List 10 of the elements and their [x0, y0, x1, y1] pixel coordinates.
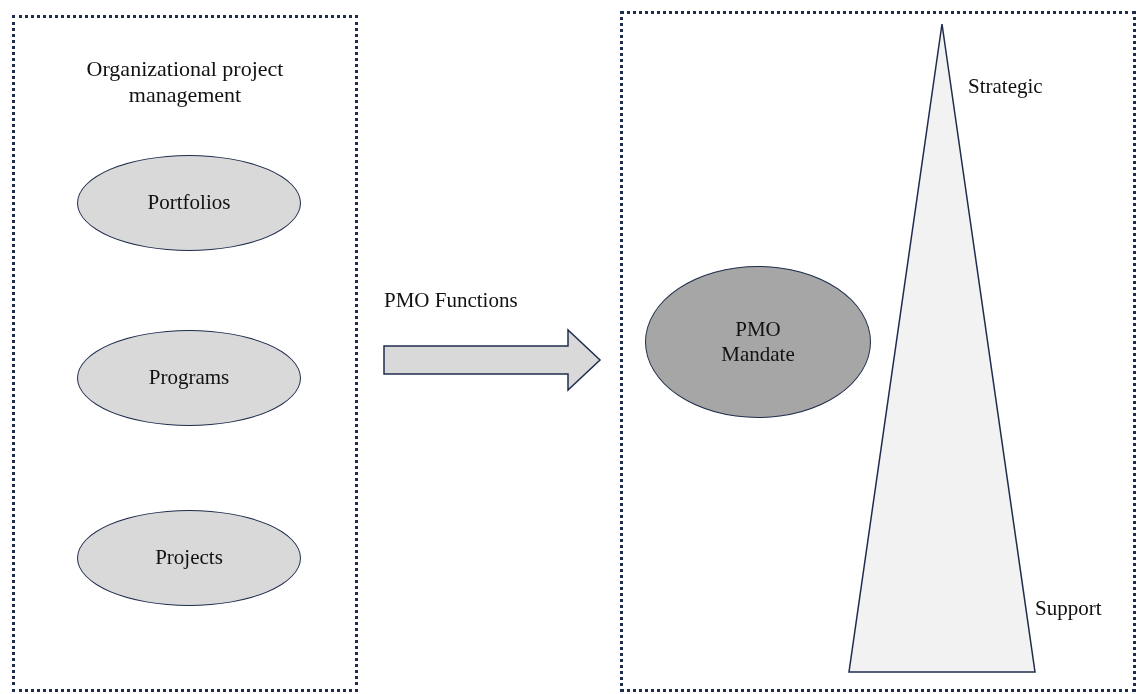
ellipse-node: Projects — [77, 510, 301, 606]
dotted-frame — [12, 15, 358, 692]
group-heading: Organizational project management — [85, 56, 285, 109]
ellipse-node: Portfolios — [77, 155, 301, 251]
level-label: Support — [1035, 596, 1102, 622]
edge-label: PMO Functions — [384, 288, 518, 314]
level-label: Strategic — [968, 74, 1043, 100]
dotted-frame — [620, 11, 1136, 692]
ellipse-node: PMO Mandate — [645, 266, 871, 418]
ellipse-node: Programs — [77, 330, 301, 426]
